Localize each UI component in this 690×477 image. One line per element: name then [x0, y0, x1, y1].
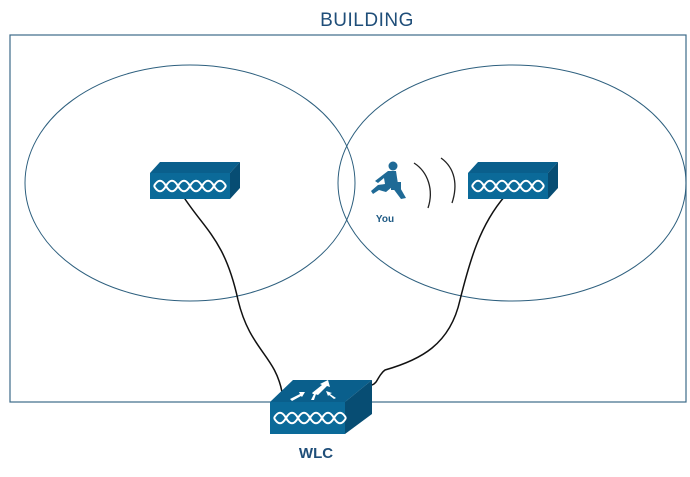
building-title: BUILDING — [320, 10, 414, 31]
building-boundary — [9, 34, 687, 403]
cable-right — [371, 195, 506, 386]
cable-left — [182, 195, 283, 393]
access-point-right[interactable] — [468, 162, 558, 199]
wlc-controller[interactable] — [270, 380, 372, 434]
coverage-area-left — [24, 64, 356, 302]
coverage-area-right — [337, 64, 687, 302]
signal-wave-2 — [440, 157, 456, 204]
person-icon — [371, 161, 406, 199]
you-label: You — [375, 214, 395, 225]
access-point-left[interactable] — [150, 162, 240, 199]
signal-wave-1 — [413, 162, 431, 209]
wlc-label: WLC — [298, 445, 334, 462]
